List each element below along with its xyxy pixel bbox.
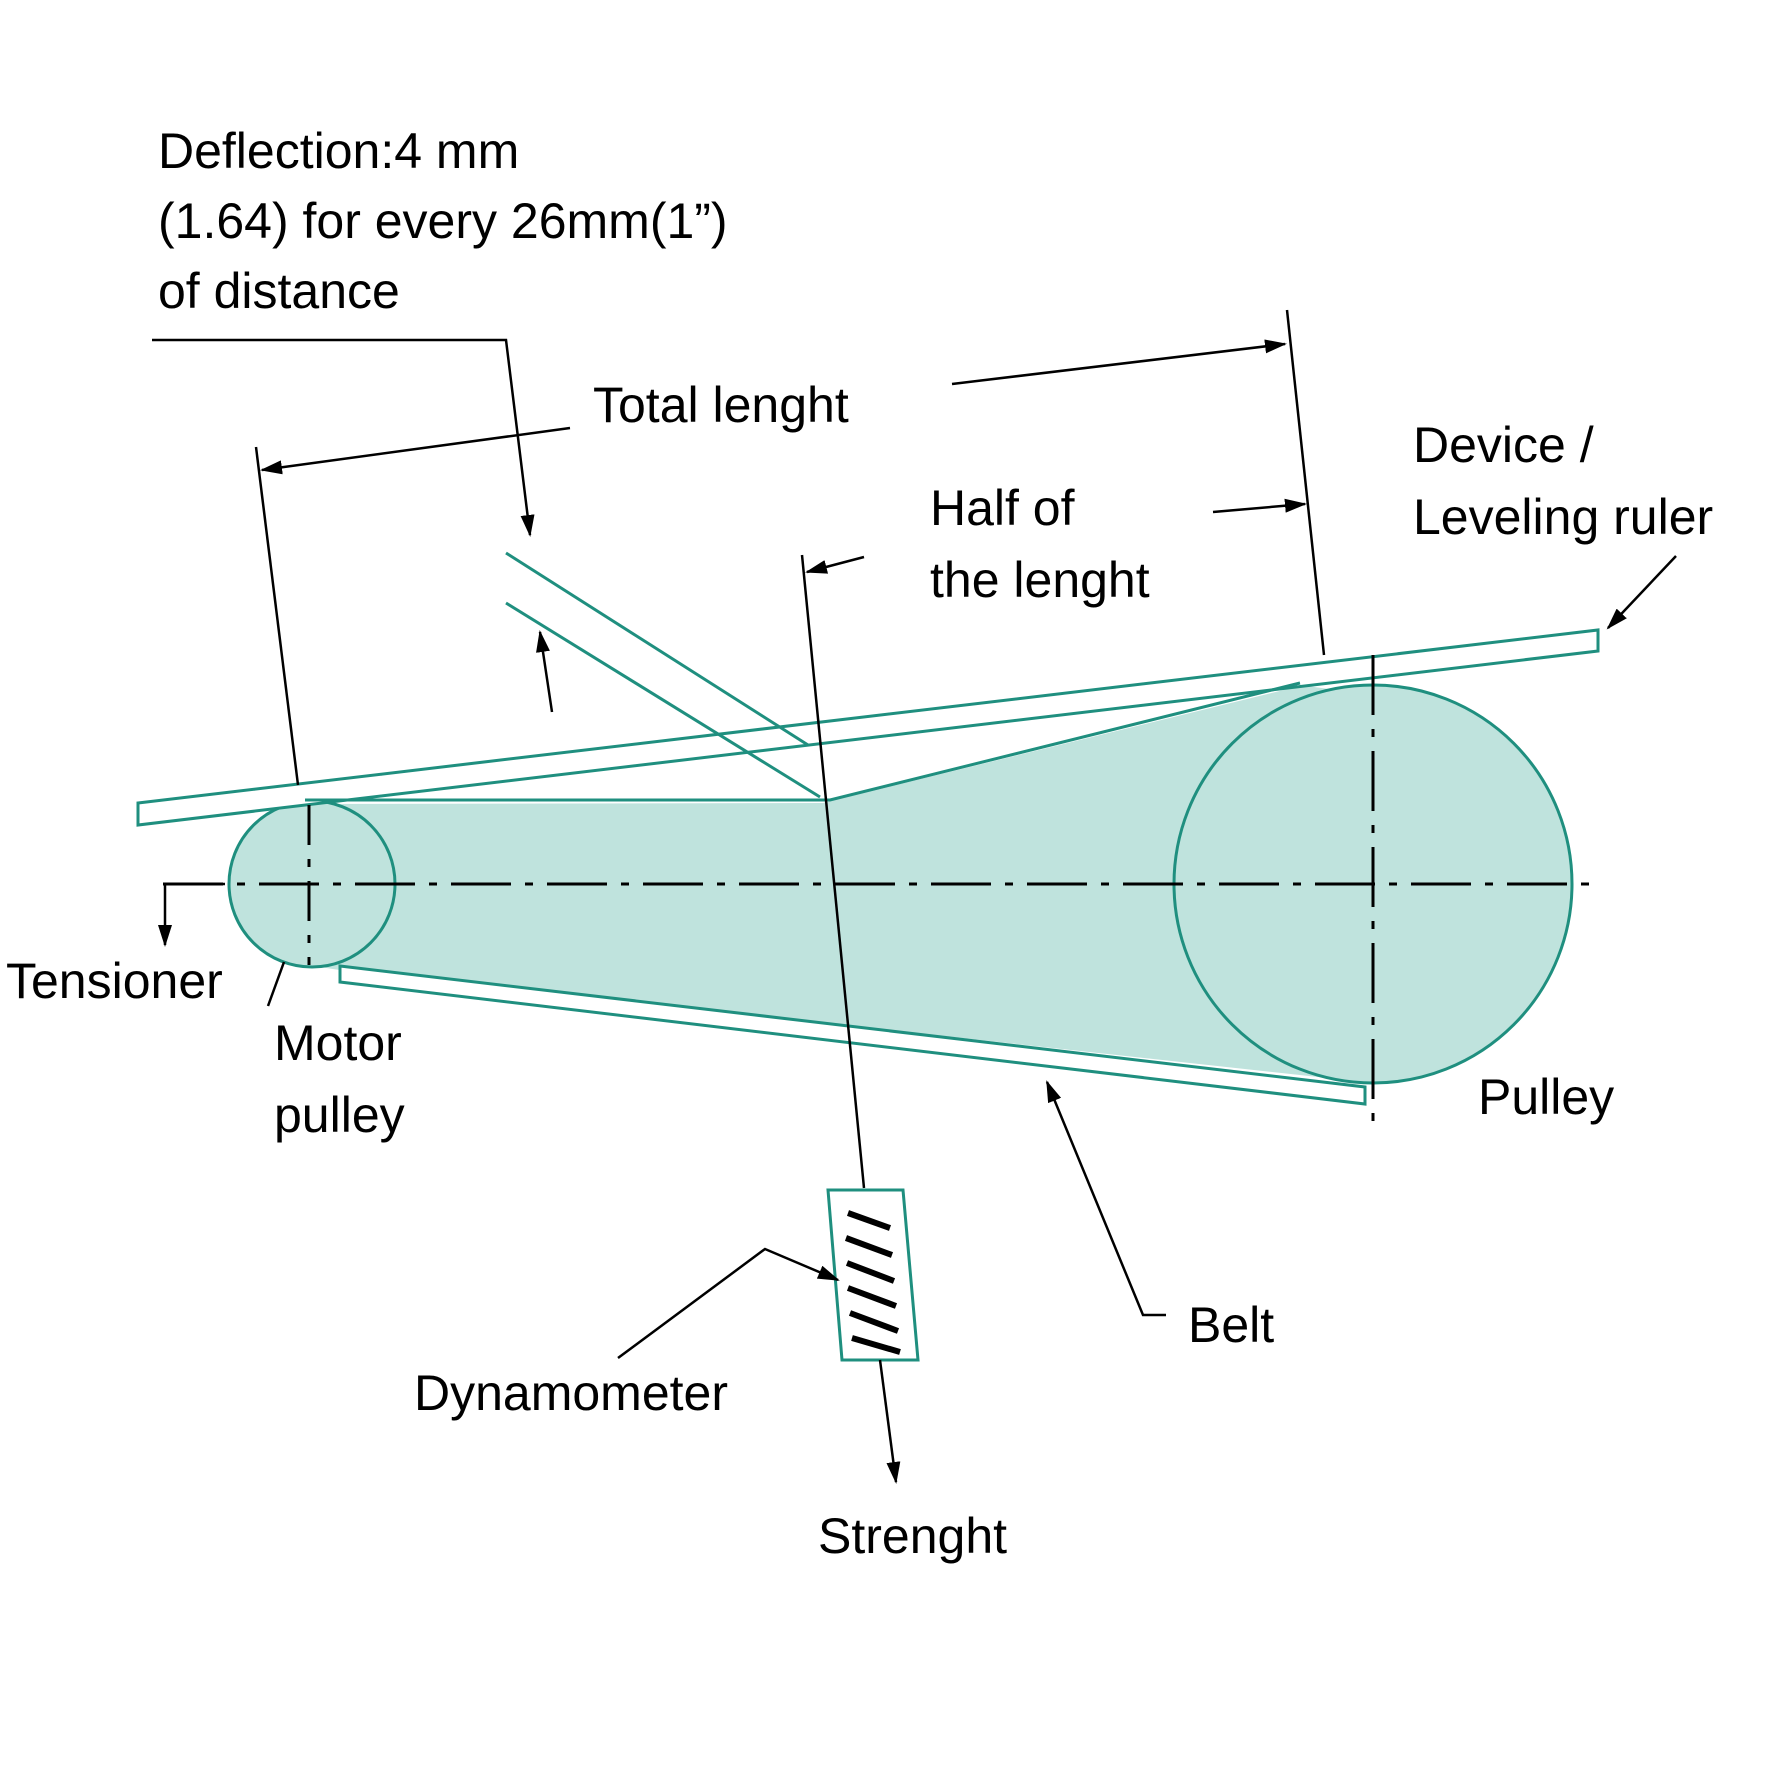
- dynamometer-label: Dynamometer: [414, 1365, 728, 1421]
- deflection-text-line1: Deflection:4 mm: [158, 123, 519, 179]
- strength-label: Strenght: [818, 1508, 1007, 1564]
- deflection-text-line2: (1.64) for every 26mm(1”): [158, 193, 728, 249]
- belt-leader: [1045, 1080, 1166, 1317]
- half-length-ext: [800, 554, 866, 1189]
- half-length-arrow-right: [1212, 498, 1307, 514]
- ruler-leader: [1606, 555, 1677, 630]
- total-length-ext-left: [254, 446, 300, 786]
- device-label-line1: Device /: [1413, 417, 1594, 473]
- deflection-leader: [152, 338, 535, 537]
- total-length-arrow-right: [951, 339, 1287, 386]
- motor-pulley-leader: [266, 961, 286, 1007]
- dynamometer-hatching: [844, 1210, 901, 1355]
- deflection-arrow-up: [536, 630, 554, 713]
- motor-pulley-label-line1: Motor: [274, 1015, 402, 1071]
- motor-pulley-label-line2: pulley: [274, 1087, 405, 1143]
- half-length-label-line2: the lenght: [930, 552, 1150, 608]
- total-length-ext-right: [1285, 309, 1326, 656]
- deflection-text-line3: of distance: [158, 263, 400, 319]
- deflection-line-upper: [505, 551, 809, 747]
- total-length-arrow-left: [260, 426, 571, 475]
- belt-top-strand: [305, 681, 1301, 802]
- device-label-line2: Leveling ruler: [1413, 489, 1713, 545]
- total-length-label: Total lenght: [593, 377, 849, 433]
- pulley-label: Pulley: [1478, 1069, 1614, 1125]
- tensioner-arrow: [158, 882, 225, 947]
- deflection-line-lower: [505, 601, 821, 799]
- belt-label: Belt: [1188, 1297, 1274, 1353]
- half-length-arrow-left: [805, 555, 865, 574]
- leveling-ruler: [136, 628, 1600, 827]
- tensioner-label: Tensioner: [6, 953, 223, 1009]
- dynamometer-leader: [617, 1247, 840, 1360]
- belt-bottom-strand: [338, 964, 1367, 1106]
- half-length-label-line1: Half of: [930, 480, 1075, 536]
- strength-arrow: [878, 1359, 901, 1484]
